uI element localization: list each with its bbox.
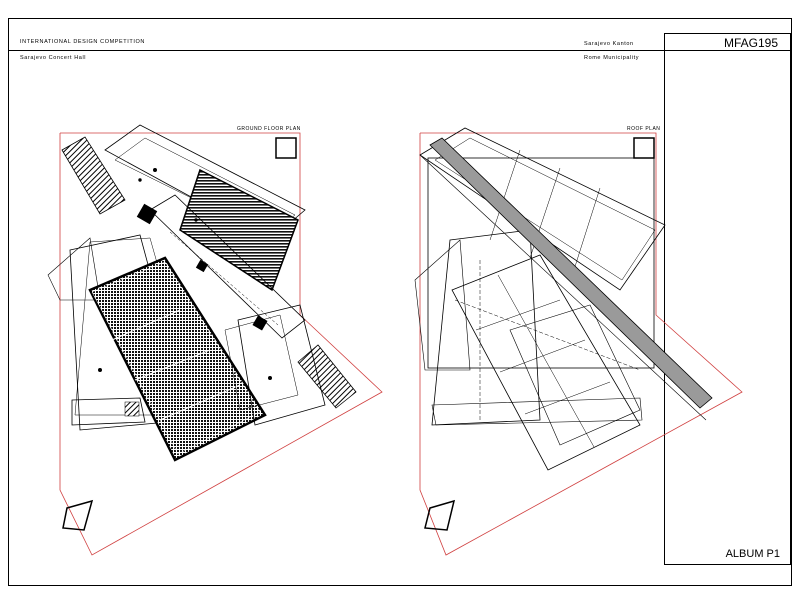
upper-hall-left [179, 168, 299, 292]
header-divider [8, 50, 664, 51]
roof-panel-b [431, 229, 541, 426]
drawing-sheet [8, 18, 792, 586]
roof-panel-c [451, 254, 641, 471]
site-boundary-right [419, 132, 743, 556]
authority-name: Rome Municipality [584, 55, 640, 61]
roof-panel-d [509, 304, 641, 446]
competition-title: INTERNATIONAL DESIGN COMPETITION [20, 39, 145, 45]
roof-gutter-beam [429, 137, 713, 409]
client-name: Sarajevo Kanton [584, 41, 634, 47]
title-code-cell: MFAG195 [665, 34, 790, 51]
foyer-strip-left [149, 194, 306, 339]
drawing-code: MFAG195 [723, 36, 778, 50]
album-label: ALBUM P1 [725, 548, 780, 560]
north-symbol-right [424, 499, 456, 531]
north-symbol-left [62, 499, 94, 531]
project-name: Sarajevo Concert Hall [20, 55, 87, 61]
left-plan-label: GROUND FLOOR PLAN [237, 126, 301, 132]
hatched-wall-left-b [297, 344, 357, 409]
north-square-right [633, 137, 655, 159]
bottom-room-left [71, 397, 146, 426]
main-auditorium-left [88, 256, 267, 462]
right-annex-left [237, 304, 326, 426]
site-boundary-left [59, 132, 383, 556]
roof-square [427, 157, 655, 369]
hatched-wall-left-a [61, 136, 126, 215]
ground-floor-plan [47, 124, 383, 556]
north-square-left [275, 137, 297, 159]
title-block: MFAG195 ALBUM P1 [664, 33, 791, 565]
roof-plan [414, 127, 743, 556]
right-plan-label: ROOF PLAN [627, 126, 661, 132]
